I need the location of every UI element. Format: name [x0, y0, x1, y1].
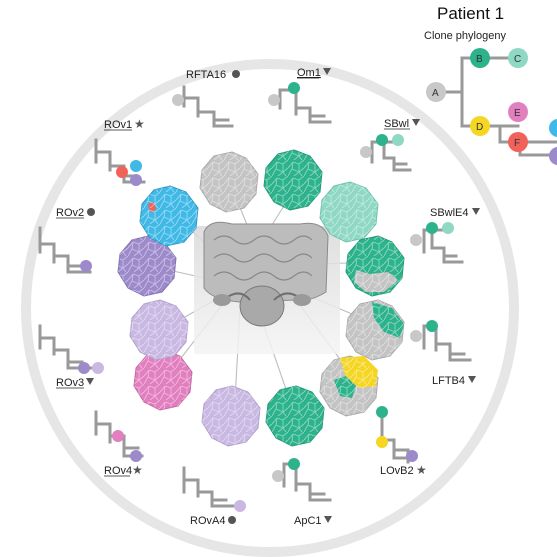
sample-labels: RFTA16 Om1 SBwl SBwlE4 LFTB4 LOvB2 ★ ApC… [56, 67, 480, 527]
node-E: E [508, 102, 528, 122]
mini-tree-ROvA4 [182, 466, 246, 512]
outer-ring [21, 59, 519, 557]
sample-label-text: ROvA4 [190, 515, 225, 527]
mini-tree-ROv3 [38, 324, 104, 374]
node-F-label: F [514, 138, 520, 149]
node-C-label: C [514, 54, 521, 65]
triangle-marker-icon [472, 208, 480, 215]
node-H-partial [549, 147, 557, 165]
mini-tree-ROv2 [38, 226, 92, 274]
cluster-ROv4 [133, 349, 193, 411]
mini-tree-SBwlE4 [410, 222, 464, 264]
star-marker-icon: ★ [132, 463, 143, 477]
sample-label-LFTB4: LFTB4 [432, 375, 476, 387]
sample-label-text: LFTB4 [432, 375, 465, 387]
sample-label-text: SBwlE4 [430, 207, 469, 219]
circle-marker-icon [228, 516, 236, 524]
node-D: D [470, 116, 490, 136]
sample-label-ROvA4: ROvA4 [190, 515, 236, 527]
triangle-marker-icon [86, 378, 94, 385]
cluster-ROvA4 [201, 385, 261, 447]
mini-tree-SBwl [360, 134, 412, 172]
cluster-LFTB4 [345, 299, 405, 361]
cluster-RFTA16 [199, 151, 259, 213]
node-C: C [508, 48, 528, 68]
triangle-marker-icon [323, 68, 331, 75]
mini-tree-ROv4 [94, 410, 144, 462]
mini-tree-LOvB2 [376, 406, 418, 464]
cluster-ROv3 [129, 299, 189, 361]
node-G-partial [549, 119, 557, 137]
cluster-Om1 [263, 149, 323, 211]
star-marker-icon: ★ [416, 463, 427, 477]
sample-label-ROv3: ROv3 [56, 377, 94, 389]
triangle-marker-icon [324, 516, 332, 523]
cluster-ApC1 [265, 385, 325, 447]
sample-label-RFTA16: RFTA16 [186, 69, 240, 81]
node-F: F [508, 132, 528, 152]
sample-label-SBwlE4: SBwlE4 [430, 207, 480, 219]
node-A-label: A [432, 88, 439, 99]
sample-clusters [117, 149, 405, 447]
triangle-marker-icon [468, 376, 476, 383]
sample-label-SBwl: SBwl [384, 118, 420, 130]
cluster-ROv2 [117, 235, 177, 297]
circle-marker-icon [232, 70, 240, 78]
circle-marker-icon [87, 208, 95, 216]
cluster-SBwl [319, 181, 379, 243]
sample-label-ROv2: ROv2 [56, 207, 95, 219]
mini-tree-LFTB4 [410, 320, 472, 362]
node-B-label: B [476, 54, 483, 65]
sample-label-text: ApC1 [294, 515, 322, 527]
abdominal-anatomy-illustration [194, 221, 340, 354]
sample-label-ROv4: ROv4 ★ [104, 463, 143, 477]
mini-tree-ROv1 [94, 138, 146, 186]
sample-label-text: SBwl [384, 118, 409, 130]
page-title: Patient 1 [437, 4, 504, 23]
sample-label-text: ROv2 [56, 207, 84, 219]
main-phylogeny-tree: A B C D E F [426, 48, 557, 165]
sample-label-text: ROv4 [104, 465, 132, 477]
sample-label-LOvB2: LOvB2 ★ [380, 463, 427, 477]
cluster-LOvB2 [319, 355, 379, 417]
sample-label-text: ROv3 [56, 377, 84, 389]
phylogeny-subtitle: Clone phylogeny [424, 30, 506, 42]
sample-label-text: RFTA16 [186, 69, 226, 81]
node-D-label: D [476, 122, 483, 133]
mini-tree-ApC1 [272, 458, 332, 502]
cluster-SBwlE4 [345, 235, 405, 297]
sample-label-Om1: Om1 [297, 67, 331, 79]
triangle-marker-icon [412, 119, 420, 126]
node-A: A [426, 82, 446, 102]
mini-tree-Om1 [268, 82, 332, 124]
sample-trees [38, 82, 472, 512]
sample-label-ApC1: ApC1 [294, 515, 332, 527]
node-E-label: E [514, 108, 521, 119]
mini-tree-RFTA16 [172, 85, 234, 128]
sample-label-text: ROv1 [104, 119, 132, 131]
sample-label-text: LOvB2 [380, 465, 414, 477]
star-marker-icon: ★ [134, 117, 145, 131]
sample-label-ROv1: ROv1 ★ [104, 117, 145, 131]
node-B: B [470, 48, 490, 68]
cluster-ROv1 [139, 185, 199, 247]
sample-label-text: Om1 [297, 67, 321, 79]
